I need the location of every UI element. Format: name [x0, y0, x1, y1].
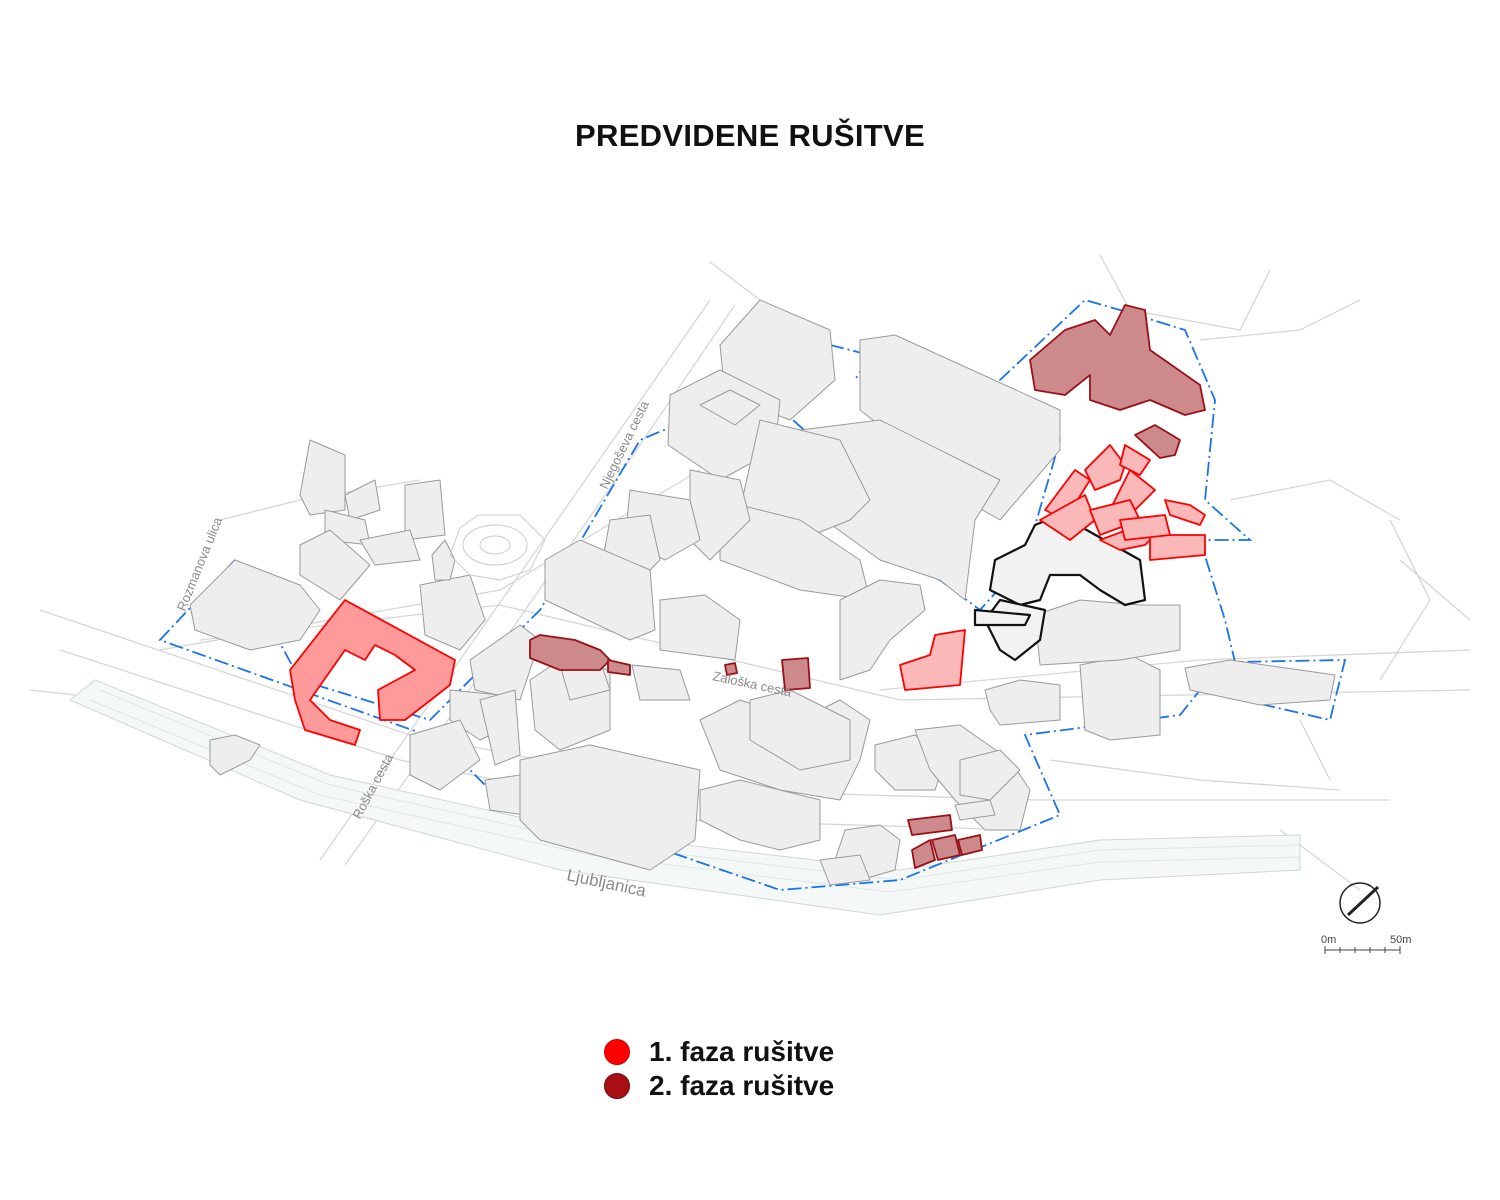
legend-item-phase2: 2. faza rušitve — [604, 1069, 834, 1103]
legend-label-phase1: 1. faza rušitve — [649, 1036, 835, 1067]
scale-bar — [1324, 946, 1401, 954]
legend-item-phase1: 1. faza rušitve — [604, 1035, 834, 1069]
scale-start-label: 0m — [1321, 934, 1336, 946]
existing-buildings — [189, 299, 1336, 886]
legend: 1. faza rušitve 2. faza rušitve — [604, 1035, 834, 1103]
north-arrow-icon — [1339, 882, 1381, 924]
page-title: PREDVIDENE RUŠITVE — [575, 118, 925, 153]
phase1-demolitions — [289, 444, 1206, 746]
phase1-dot-icon — [604, 1039, 630, 1065]
street-label-zaloska: Zaloška cesta — [711, 668, 793, 700]
phase2-demolitions — [529, 304, 1206, 869]
street-label-njegoseva: Njegoševa cesta — [596, 398, 652, 492]
phase1-building-roska — [289, 599, 456, 746]
legend-label-phase2: 2. faza rušitve — [649, 1070, 835, 1101]
garden-circle — [449, 514, 546, 581]
retained-building — [973, 513, 1147, 662]
phase2-dot-icon — [604, 1073, 630, 1099]
scale-end-label: 50m — [1390, 934, 1411, 946]
